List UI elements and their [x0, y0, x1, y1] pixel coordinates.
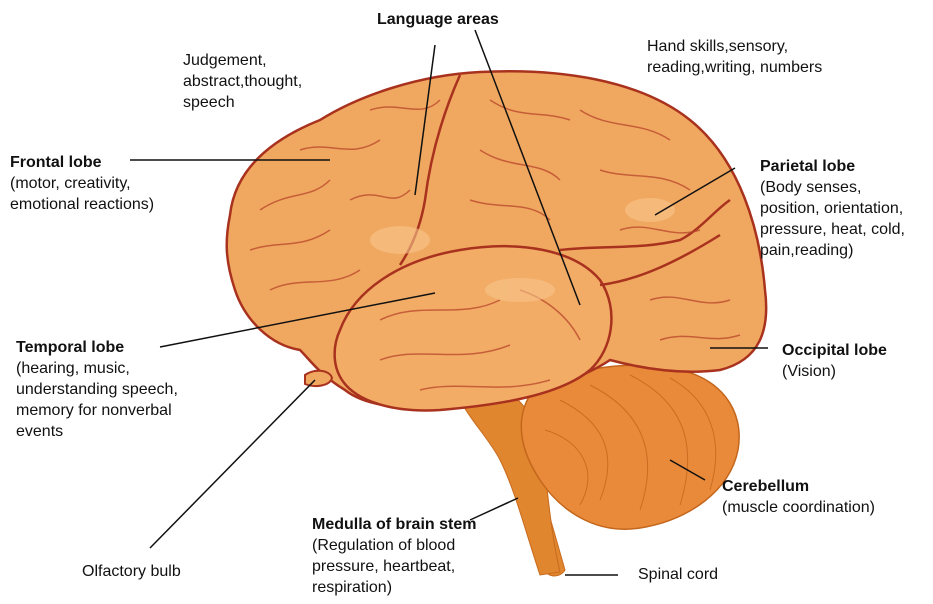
- olfactory-bulb-label: Olfactory bulb: [82, 561, 181, 582]
- cerebellum-desc: (muscle coordination): [722, 497, 875, 518]
- language-areas-label: Language areas: [377, 9, 499, 30]
- temporal-lobe-title: Temporal lobe: [16, 337, 178, 358]
- parietal-lobe-label: Parietal lobe (Body senses, position, or…: [760, 156, 905, 261]
- hand-skills-label: Hand skills,sensory, reading,writing, nu…: [647, 36, 822, 78]
- frontal-lobe-desc: (motor, creativity, emotional reactions): [10, 173, 154, 215]
- occipital-lobe-label: Occipital lobe (Vision): [782, 340, 887, 382]
- medulla-desc: (Regulation of blood pressure, heartbeat…: [312, 535, 476, 598]
- temporal-lobe-label: Temporal lobe (hearing, music, understan…: [16, 337, 178, 442]
- temporal-lobe-desc: (hearing, music, understanding speech, m…: [16, 358, 178, 442]
- frontal-lobe-title: Frontal lobe: [10, 152, 154, 173]
- judgement-label: Judgement, abstract,thought, speech: [183, 50, 302, 113]
- spinal-cord-label: Spinal cord: [638, 564, 718, 585]
- hand-skills-desc: Hand skills,sensory, reading,writing, nu…: [647, 36, 822, 78]
- cerebellum-title: Cerebellum: [722, 476, 875, 497]
- medulla-label: Medulla of brain stem (Regulation of blo…: [312, 514, 476, 598]
- parietal-lobe-title: Parietal lobe: [760, 156, 905, 177]
- medulla-title: Medulla of brain stem: [312, 514, 476, 535]
- spinal-cord-desc: Spinal cord: [638, 564, 718, 585]
- frontal-lobe-label: Frontal lobe (motor, creativity, emotion…: [10, 152, 154, 215]
- occipital-lobe-desc: (Vision): [782, 361, 887, 382]
- cerebellum-label: Cerebellum (muscle coordination): [722, 476, 875, 518]
- occipital-lobe-title: Occipital lobe: [782, 340, 887, 361]
- judgement-desc: Judgement, abstract,thought, speech: [183, 50, 302, 113]
- language-areas-title: Language areas: [377, 9, 499, 30]
- olfactory-bulb-shape: [305, 371, 332, 386]
- parietal-lobe-desc: (Body senses, position, orientation, pre…: [760, 177, 905, 261]
- leader-medulla: [470, 498, 518, 520]
- olfactory-bulb-desc: Olfactory bulb: [82, 561, 181, 582]
